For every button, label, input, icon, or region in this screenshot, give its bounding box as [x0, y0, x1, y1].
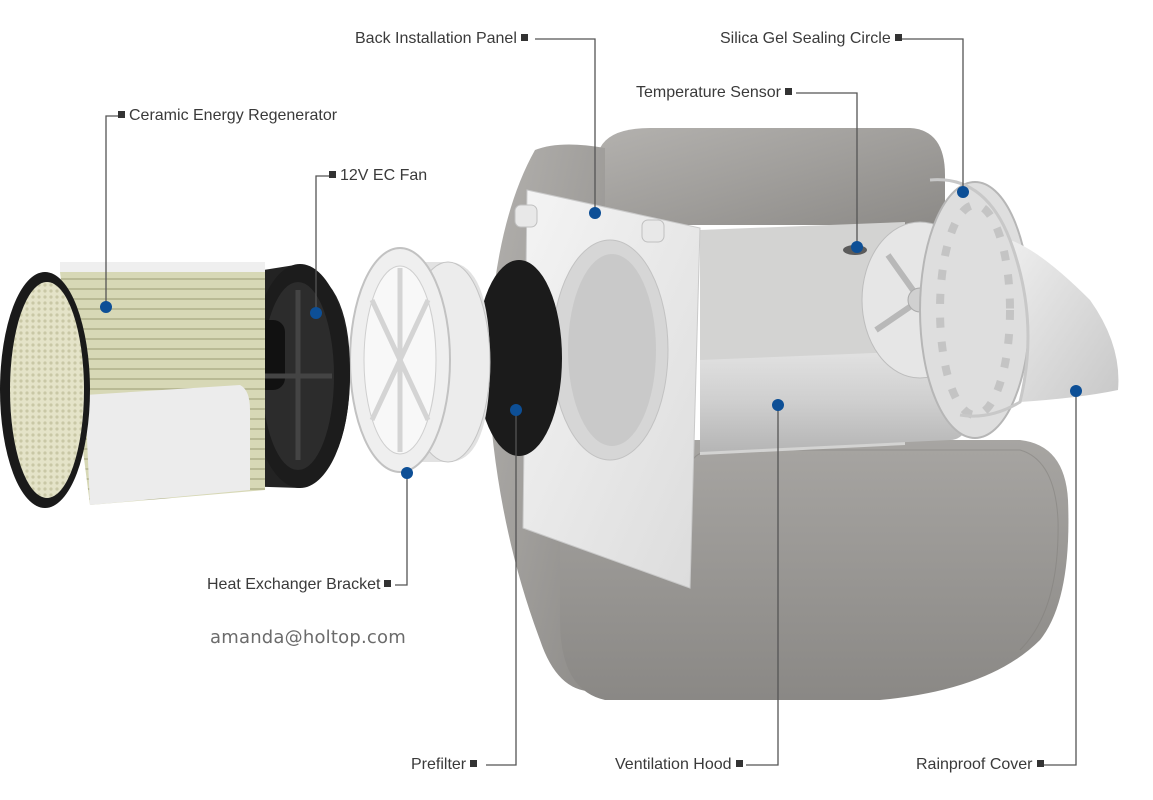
label-marker-icon: [329, 171, 336, 179]
contact-email: amanda@holtop.com: [210, 627, 406, 648]
label-marker-icon: [735, 760, 743, 768]
dot-temperature-sensor: [851, 241, 863, 253]
label-back-installation-panel: Back Installation Panel: [355, 30, 532, 48]
label-silica-gel-sealing-circle: Silica Gel Sealing Circle: [720, 30, 906, 48]
label-marker-icon: [1036, 760, 1044, 768]
dot-ceramic-energy-regenerator: [100, 301, 112, 313]
label-marker-icon: [118, 111, 125, 119]
ceramic-energy-regenerator: [0, 262, 265, 508]
label-rainproof-cover: Rainproof Cover: [916, 756, 1048, 774]
label-ec-fan: 12V EC Fan: [325, 167, 427, 185]
label-marker-icon: [384, 580, 392, 588]
leader-lines: [105, 38, 1077, 766]
dot-back-installation-panel: [589, 207, 601, 219]
label-heat-exchanger-bracket: Heat Exchanger Bracket: [207, 576, 395, 594]
label-temperature-sensor: Temperature Sensor: [636, 84, 796, 102]
dot-heat-exchanger-bracket: [401, 467, 413, 479]
dot-rainproof-cover: [1070, 385, 1082, 397]
dot-ec-fan: [310, 307, 322, 319]
label-marker-icon: [470, 760, 478, 768]
label-ventilation-hood: Ventilation Hood: [615, 756, 747, 774]
callout-dots: [100, 186, 1082, 479]
dot-prefilter: [510, 404, 522, 416]
rainproof-cover: [929, 178, 1119, 418]
label-ceramic-energy-regenerator: Ceramic Energy Regenerator: [114, 107, 337, 125]
label-marker-icon: [784, 88, 792, 96]
dot-silica-gel-sealing-circle: [957, 186, 969, 198]
label-prefilter: Prefilter: [411, 756, 481, 774]
label-marker-icon: [520, 34, 528, 42]
dot-ventilation-hood: [772, 399, 784, 411]
label-marker-icon: [894, 34, 902, 42]
back-installation-panel: [514, 189, 701, 589]
heat-exchanger-bracket: [349, 247, 491, 473]
silica-gel-sealing-circle: [919, 181, 1031, 439]
prefilter: [476, 260, 562, 456]
